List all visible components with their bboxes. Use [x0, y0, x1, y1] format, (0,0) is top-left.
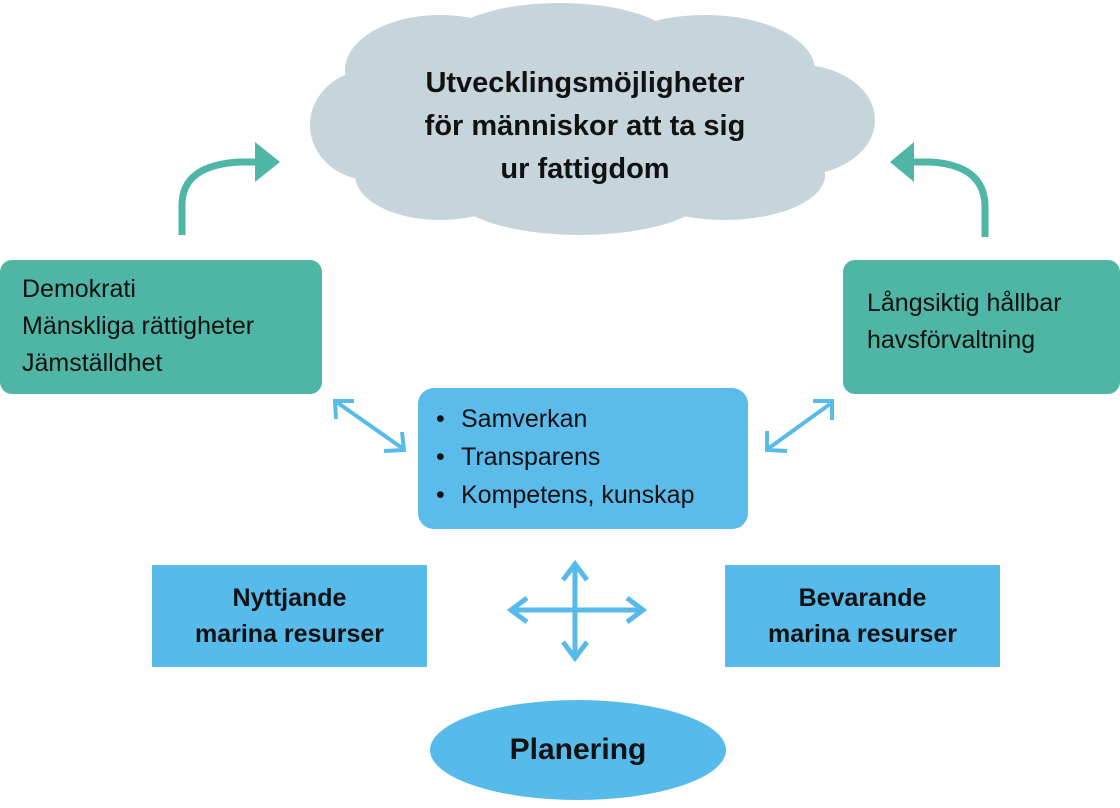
nyttjande-box: Nyttjande marina resurser — [152, 565, 427, 667]
democracy-box-line-3: Jämställdhet — [22, 349, 163, 377]
sustainable-box-line-1: Långsiktig hållbar — [867, 289, 1062, 317]
principles-item-label: Samverkan — [461, 405, 588, 433]
cloud-title: Utvecklingsmöjligheter för människor att… — [365, 62, 805, 191]
nyttjande-line-2: marina resurser — [194, 620, 384, 648]
cloud-title-line-2: för människor att ta sig — [424, 110, 746, 142]
planering-label: Planering — [509, 733, 647, 766]
democracy-box-line-1: Demokrati — [22, 275, 136, 303]
bullet-icon: • — [436, 443, 445, 471]
bevarande-line-2: marina resurser — [767, 620, 957, 648]
principles-item-1: • Samverkan — [418, 400, 748, 438]
four-way-arrow-icon — [506, 559, 648, 663]
curved-arrow-left-icon — [178, 142, 280, 235]
bullet-icon: • — [436, 405, 445, 433]
sustainable-management-box: Långsiktig hållbar havsförvaltning — [843, 260, 1120, 394]
nyttjande-line-1: Nyttjande — [232, 584, 347, 612]
principles-item-label: Kompetens, kunskap — [461, 481, 695, 509]
principles-item-3: • Kompetens, kunskap — [418, 476, 748, 514]
democracy-box-line-2: Mänskliga rättigheter — [22, 312, 255, 340]
bevarande-line-1: Bevarande — [798, 584, 927, 612]
cloud-title-line-3: ur fattigdom — [500, 153, 670, 185]
principles-box: • Samverkan • Transparens • Kompetens, kuns… — [418, 388, 748, 529]
cloud-title-line-1: Utvecklingsmöjligheter — [425, 67, 745, 99]
curved-arrow-right-icon — [890, 142, 989, 237]
principles-list: • Samverkan • Transparens • Kompetens, kuns… — [418, 400, 748, 514]
cloud-shape — [310, 3, 875, 235]
bevarande-box: Bevarande marina resurser — [725, 565, 1000, 667]
bullet-icon: • — [436, 481, 445, 509]
principles-item-2: • Transparens — [418, 438, 748, 476]
principles-item-label: Transparens — [461, 443, 601, 471]
planering-ellipse: Planering — [430, 700, 726, 800]
double-arrow-left-icon — [332, 399, 407, 453]
democracy-box: Demokrati Mänskliga rättigheter Jämställ… — [0, 260, 322, 394]
double-arrow-right-icon — [765, 399, 834, 453]
sustainable-box-line-2: havsförvaltning — [867, 326, 1036, 354]
